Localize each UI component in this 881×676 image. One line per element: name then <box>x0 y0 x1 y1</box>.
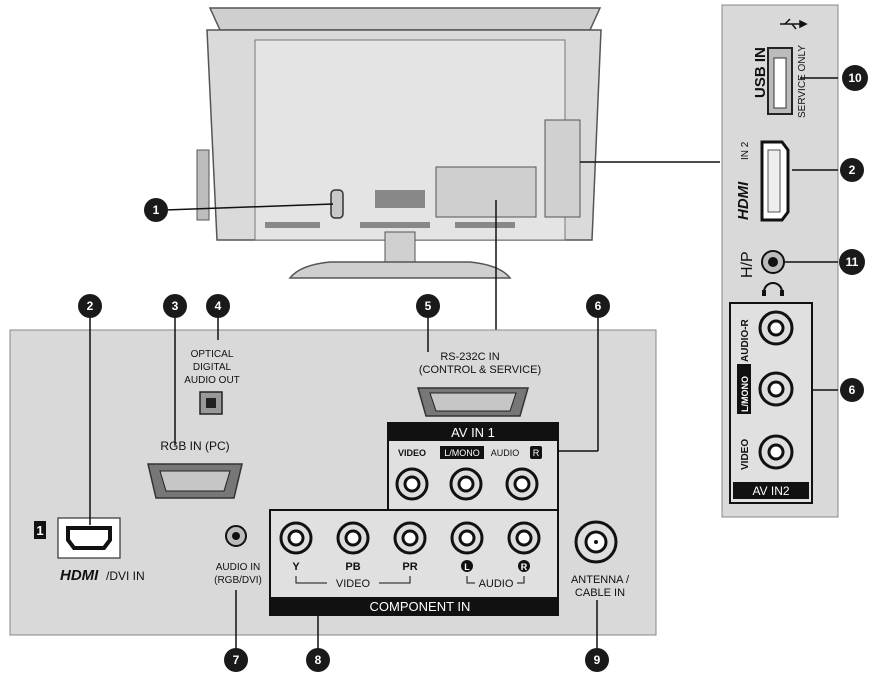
rs232c-port: RS-232C IN (CONTROL & SERVICE) <box>417 351 541 417</box>
tv-rear-view <box>196 7 602 279</box>
antenna-line1: ANTENNA / <box>571 574 630 586</box>
hdmi-logo: HDMI <box>60 567 99 584</box>
svg-text:1: 1 <box>153 203 160 217</box>
callout-6-side: 6 <box>840 378 864 402</box>
headphone-port: H/P <box>739 250 785 296</box>
comp-pb-label: PB <box>345 561 360 573</box>
av-in2-block: AV IN2 AUDIO-R L/MONO VIDEO <box>729 302 813 504</box>
optical-line1: OPTICAL <box>191 349 234 360</box>
dvi-in-label: /DVI IN <box>106 569 145 583</box>
comp-l-label: L <box>464 562 470 572</box>
component-in-label: COMPONENT IN <box>370 599 471 614</box>
svg-text:4: 4 <box>215 299 222 313</box>
side-hdmi-logo: HDMI <box>735 181 752 220</box>
svg-text:10: 10 <box>848 71 862 85</box>
callout-3: 3 <box>163 294 187 318</box>
side-video-label: VIDEO <box>740 439 751 470</box>
svg-text:2: 2 <box>849 163 856 177</box>
side-audio-r-label: AUDIO-R <box>740 318 751 362</box>
callout-2-rear: 2 <box>78 294 102 318</box>
optical-line2: DIGITAL <box>193 362 232 373</box>
hdmi-in2-label: IN 2 <box>740 141 751 160</box>
rgb-in-port: RGB IN (PC) <box>147 439 243 499</box>
av-r-label: R <box>533 448 540 458</box>
rs232-line1: RS-232C IN <box>440 351 499 363</box>
svg-text:9: 9 <box>594 653 601 667</box>
comp-audio-label: AUDIO <box>479 578 514 590</box>
svg-text:5: 5 <box>425 299 432 313</box>
optical-out-port: OPTICAL DIGITAL AUDIO OUT <box>184 349 240 415</box>
svg-text:11: 11 <box>846 255 859 269</box>
callout-8: 8 <box>306 648 330 672</box>
av-in1-block: AV IN 1 VIDEO L/MONO AUDIO R <box>387 422 559 518</box>
av-video-label: VIDEO <box>398 448 426 458</box>
audio-in-line1: AUDIO IN <box>216 562 260 573</box>
av-audio-label: AUDIO <box>491 448 520 458</box>
callout-5: 5 <box>416 294 440 318</box>
callout-10: 10 <box>842 65 868 91</box>
svg-text:6: 6 <box>595 299 602 313</box>
svg-text:3: 3 <box>172 299 179 313</box>
callout-1: 1 <box>144 198 168 222</box>
comp-r-label: R <box>521 562 528 572</box>
callout-2-side: 2 <box>840 158 864 182</box>
callout-9: 9 <box>585 648 609 672</box>
svg-text:6: 6 <box>849 383 856 397</box>
antenna-line2: CABLE IN <box>575 587 625 599</box>
rca-jack-icon <box>279 521 541 555</box>
usb-in-label: USB IN <box>752 47 769 98</box>
optical-line3: AUDIO OUT <box>184 375 240 386</box>
headphone-icon <box>763 282 783 293</box>
callout-11: 11 <box>839 249 865 275</box>
av-in2-label: AV IN2 <box>752 484 789 498</box>
rca-jack-icon <box>758 310 794 470</box>
antenna-cable-in: ANTENNA / CABLE IN <box>571 520 630 599</box>
side-lmono-label: L/MONO <box>740 376 750 412</box>
hp-label: H/P <box>739 251 756 278</box>
callout-7: 7 <box>224 648 248 672</box>
component-in-block: COMPONENT IN Y PB PR L R VIDEO AUDIO <box>269 509 559 616</box>
audio-in-rgb-dvi: AUDIO IN (RGB/DVI) <box>214 525 262 586</box>
rca-jack-icon <box>395 467 539 501</box>
av-in1-label: AV IN 1 <box>451 425 495 440</box>
comp-video-label: VIDEO <box>336 578 371 590</box>
comp-pr-label: PR <box>402 561 417 573</box>
callout-4: 4 <box>206 294 230 318</box>
hdmi-in2-port: HDMI IN 2 <box>735 140 790 222</box>
audio-in-line2: (RGB/DVI) <box>214 575 262 586</box>
svg-text:2: 2 <box>87 299 94 313</box>
hdmi-dvi-in-port: 1 HDMI /DVI IN <box>34 517 145 584</box>
hdmi-number-label: 1 <box>36 523 43 538</box>
comp-y-label: Y <box>292 561 300 573</box>
rs232-line2: (CONTROL & SERVICE) <box>419 364 541 376</box>
usb-icon <box>780 18 808 30</box>
callout-6-rear: 6 <box>586 294 610 318</box>
svg-text:7: 7 <box>233 653 240 667</box>
hdmi-port-icon <box>66 526 112 550</box>
usb-in-port: USB IN SERVICE ONLY <box>752 18 808 118</box>
service-only-label: SERVICE ONLY <box>797 45 808 118</box>
av-lmono-label: L/MONO <box>444 448 480 458</box>
rgb-in-label: RGB IN (PC) <box>160 439 229 453</box>
svg-text:8: 8 <box>315 653 322 667</box>
